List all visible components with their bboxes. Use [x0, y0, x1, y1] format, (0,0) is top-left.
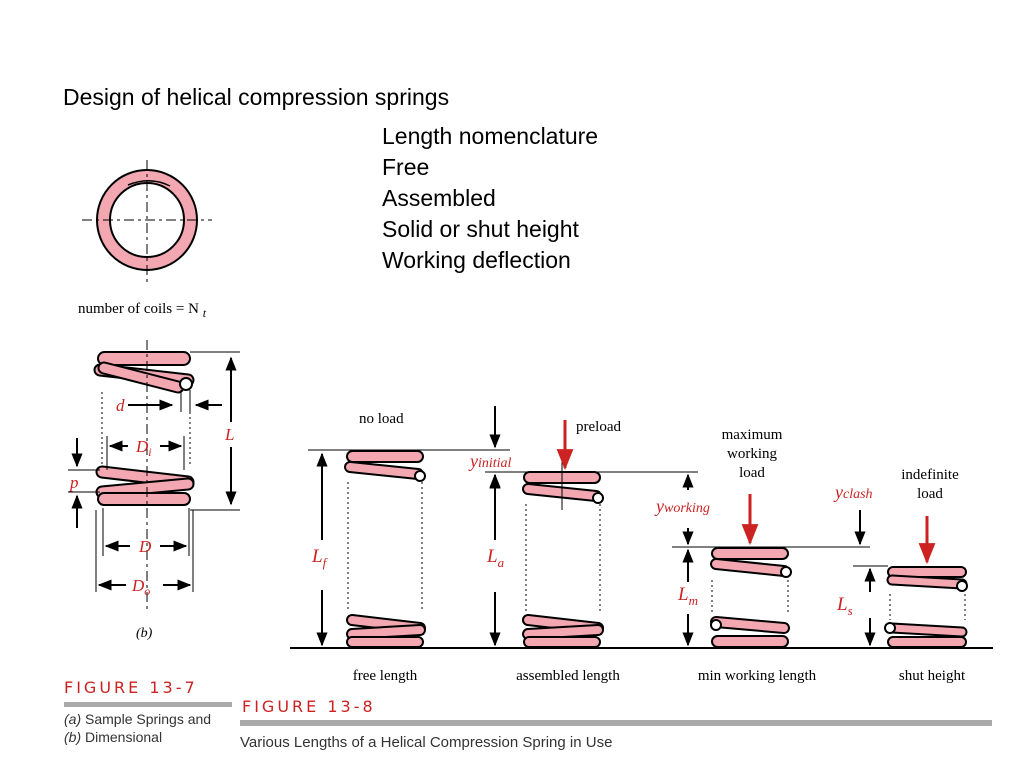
slide-title: Design of helical compression springs: [63, 84, 450, 110]
spring-min-working: [710, 547, 792, 648]
figure-13-8-rule: [240, 720, 992, 726]
caption-line2: Dimensional: [81, 729, 163, 745]
figure-13-7: number of coils = N t: [68, 160, 240, 641]
label-no-load: no load: [359, 411, 404, 427]
label-Lf: Lf: [311, 546, 329, 570]
label-indefinite-2: load: [917, 486, 943, 502]
label-y-clash: yclash: [833, 482, 873, 502]
label-max-working-2: working: [727, 446, 777, 462]
label-D: D: [138, 537, 152, 556]
spring-end-view: [82, 160, 212, 282]
topic-item: Solid or shut height: [382, 216, 579, 242]
caption-part-b: (b): [64, 729, 82, 745]
label-Di: Di: [135, 437, 152, 459]
figure-13-8-caption: Various Lengths of a Helical Compression…: [240, 734, 613, 751]
label-La: La: [486, 546, 505, 570]
label-L: L: [224, 425, 234, 444]
spring-shut-height: [884, 566, 968, 648]
label-free-length: free length: [353, 668, 418, 684]
caption-line1: Sample Springs and: [81, 711, 212, 727]
topic-list: Length nomenclature Free Assembled Solid…: [382, 121, 598, 276]
topic-item: Length nomenclature: [382, 123, 599, 149]
topic-item: Working deflection: [382, 247, 571, 273]
spring-side-view: [68, 340, 240, 610]
label-p: p: [69, 473, 79, 492]
label-min-working-length: min working length: [698, 668, 817, 684]
figure-13-8-number: FIGURE 13-8: [242, 697, 376, 716]
figure-13-7-caption: (a) Sample Springs and (b) Dimensional: [64, 710, 211, 746]
label-d: d: [116, 396, 125, 415]
label-preload: preload: [576, 419, 621, 435]
coils-label: number of coils = N t: [78, 301, 207, 320]
caption-part-a: (a): [64, 711, 82, 727]
label-max-working-1: maximum: [722, 427, 783, 443]
figure-13-8: no load preload maximum working load ind…: [290, 406, 993, 684]
label-assembled-length: assembled length: [516, 668, 620, 684]
label-y-working: yworking: [654, 496, 710, 516]
spring-free: [344, 450, 426, 648]
part-label-b: (b): [136, 626, 153, 641]
figure-13-7-rule: [64, 702, 232, 707]
label-max-working-3: load: [739, 465, 765, 481]
label-Lm: Lm: [677, 584, 698, 608]
topic-item: Free: [382, 154, 430, 180]
figure-13-7-number: FIGURE 13-7: [64, 678, 198, 697]
label-y-initial: yinitial: [468, 451, 512, 471]
label-indefinite-1: indefinite: [901, 467, 959, 483]
spring-assembled: [522, 462, 604, 648]
label-Ls: Ls: [836, 594, 853, 618]
topic-item: Assembled: [382, 185, 496, 211]
label-shut-height: shut height: [899, 668, 966, 684]
label-Do: Do: [131, 576, 150, 598]
